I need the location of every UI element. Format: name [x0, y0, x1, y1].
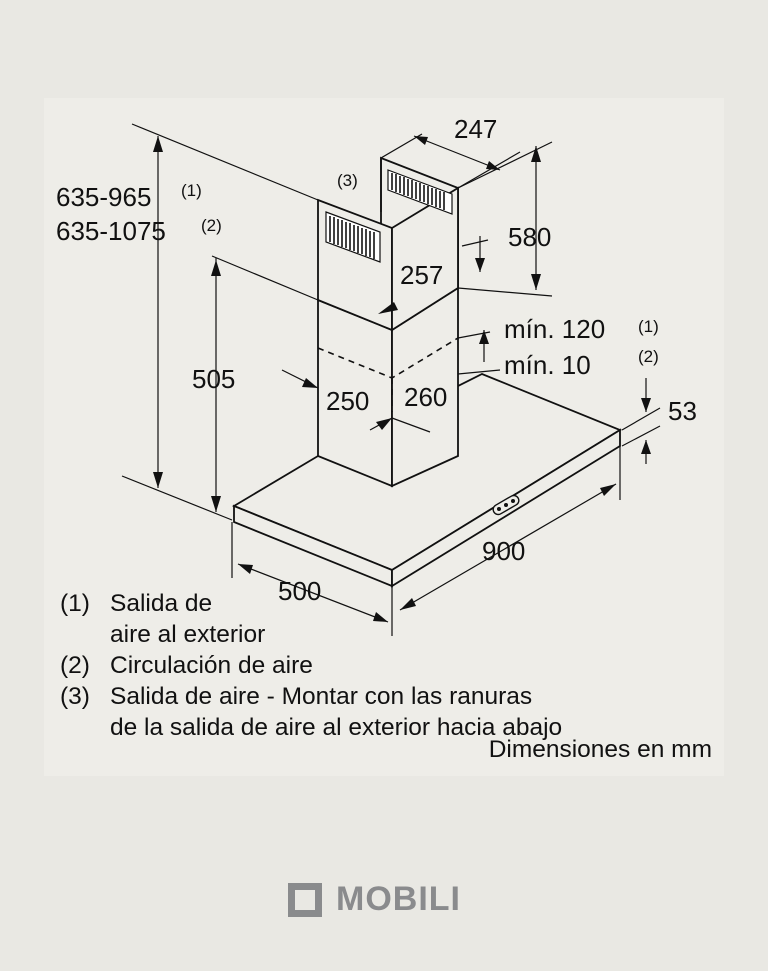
square-outline-icon — [288, 882, 322, 917]
label-chimney-width-top: 257 — [400, 260, 443, 290]
label-chimney-depth-bottom: 260 — [404, 382, 447, 412]
brand-logo: MOBILI — [288, 880, 461, 919]
label-outlet-note: (3) — [337, 171, 358, 190]
hood-canopy — [231, 373, 622, 588]
label-min-gap-2-note: (2) — [638, 347, 659, 366]
label-min-gap-2: mín. 10 — [504, 350, 591, 380]
label-hood-thickness: 53 — [668, 396, 697, 426]
legend: (1) Salida de aire al exterior (2) Circu… — [60, 588, 562, 743]
legend-number: (3) — [60, 683, 90, 710]
brand-name: MOBILI — [336, 880, 461, 918]
label-chimney-depth-top: 247 — [454, 114, 497, 144]
legend-item: (2) Circulación de aire — [60, 650, 562, 681]
units-note: Dimensiones en mm — [488, 736, 712, 763]
label-total-height-2-note: (2) — [201, 216, 222, 235]
legend-text: de la salida de aire al exterior hacia a… — [110, 714, 563, 741]
legend-text: Salida de aire - Montar con las ranuras — [110, 683, 533, 710]
label-chimney-height: 580 — [508, 222, 551, 252]
label-min-gap-1: mín. 120 — [504, 314, 605, 344]
legend-item: (3) Salida de aire - Montar con las ranu… — [60, 681, 562, 743]
label-lower-height: 505 — [192, 364, 235, 394]
label-hood-width: 900 — [482, 536, 525, 566]
legend-number: (2) — [60, 652, 90, 679]
legend-text: aire al exterior — [110, 621, 266, 648]
vent-slots-back — [387, 169, 453, 215]
label-total-height-1: 635-965 — [56, 182, 151, 212]
legend-text: Salida de — [110, 590, 213, 617]
label-chimney-width-bottom: 250 — [326, 386, 369, 416]
legend-text: Circulación de aire — [110, 652, 313, 679]
vent-slots-front — [325, 211, 381, 263]
dimension-lines — [121, 123, 661, 636]
dimension-labels: 635-965 (1) 635-1075 (2) (3) 247 580 257… — [56, 114, 697, 606]
label-hood-depth: 500 — [278, 576, 321, 606]
label-total-height-2: 635-1075 — [56, 216, 166, 246]
label-total-height-1-note: (1) — [181, 181, 202, 200]
chimney — [317, 156, 459, 488]
legend-number: (1) — [60, 590, 90, 617]
legend-item: (1) Salida de aire al exterior — [60, 588, 562, 650]
control-buttons — [492, 494, 520, 516]
label-min-gap-1-note: (1) — [638, 317, 659, 336]
